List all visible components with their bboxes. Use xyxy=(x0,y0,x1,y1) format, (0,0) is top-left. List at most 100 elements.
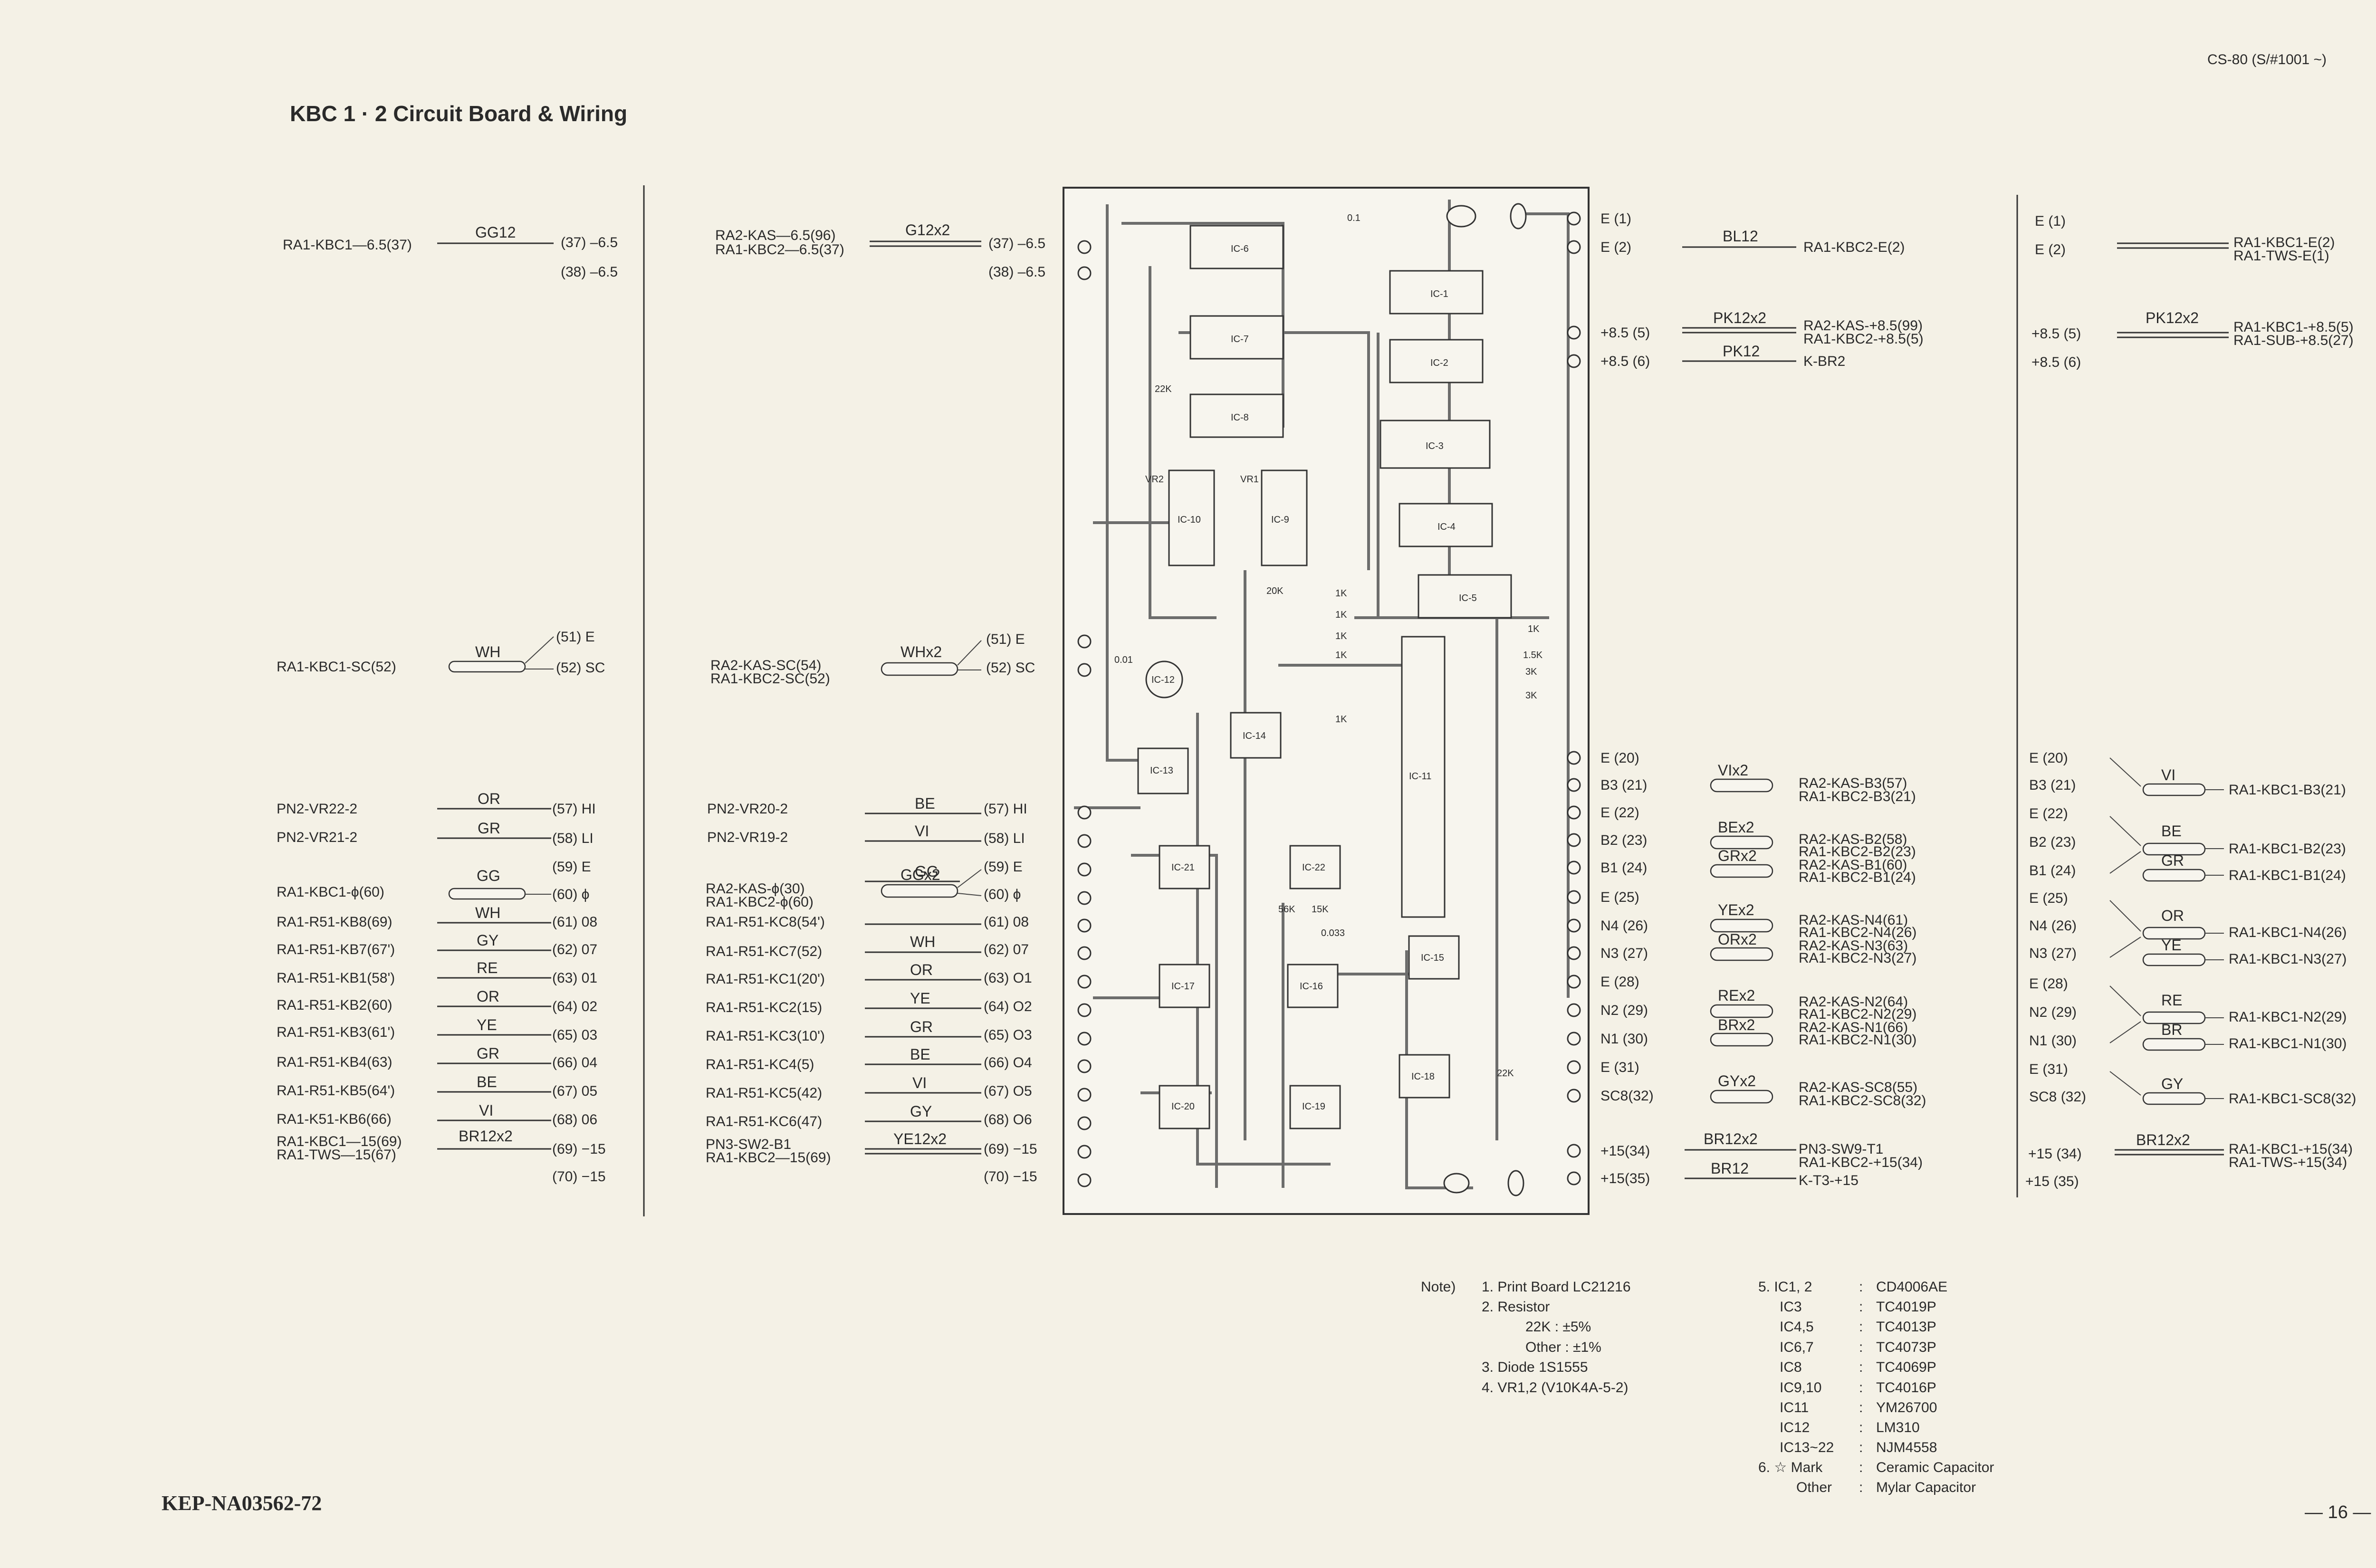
b4-pin: +8.5 (5) xyxy=(2031,326,2081,342)
colon: : xyxy=(1859,1460,1863,1475)
edge-pad xyxy=(1567,805,1581,820)
edge-pad xyxy=(1077,1173,1092,1187)
b4-color: RE xyxy=(2161,992,2182,1009)
b3-pin: E (1) xyxy=(1600,211,1631,227)
component-value: 22K xyxy=(1155,384,1172,394)
edge-pad xyxy=(1567,240,1581,254)
b3-color: GRx2 xyxy=(1718,847,1757,864)
b2-wire xyxy=(957,893,982,896)
wiring-block-right-board: E (1) E (2) +8.5 (5) +8.5 (6) E (20) B3 … xyxy=(1600,211,1926,1188)
b1-pin: (66) 04 xyxy=(552,1055,597,1071)
note-line: 1. Print Board LC21216 xyxy=(1482,1279,1631,1295)
b3-color: PK12x2 xyxy=(1713,309,1766,326)
b3-pin: E (31) xyxy=(1600,1060,1639,1075)
b3-shield-cable xyxy=(1710,918,1773,933)
ic-label: IC-20 xyxy=(1171,1101,1195,1112)
b2-pin: (51) E xyxy=(986,631,1025,647)
b1-pin: (61) 08 xyxy=(552,914,597,930)
ic-chip xyxy=(1399,1054,1450,1099)
b2-pin: (37) –6.5 xyxy=(988,236,1045,251)
b3-shield-cable xyxy=(1710,835,1773,850)
component-value: 3K xyxy=(1525,690,1537,701)
b2-color: OR xyxy=(910,961,933,978)
colon: : xyxy=(1859,1440,1863,1455)
b2-pin: (52) SC xyxy=(986,660,1035,676)
component-value: VR1 xyxy=(1240,474,1259,485)
b2-source: RA2-KAS-ϕ(30) xyxy=(706,881,805,897)
b3-pin: E (28) xyxy=(1600,974,1639,990)
b1-pin: (57) HI xyxy=(552,801,596,817)
ic-list-key: IC4,5 xyxy=(1780,1319,1814,1335)
b2-source: RA1-KBC2—6.5(37) xyxy=(715,242,844,258)
b3-shield-cable xyxy=(1710,1090,1773,1104)
b1-wire xyxy=(525,636,554,664)
edge-pad xyxy=(1077,891,1092,905)
b3-color: BR12 xyxy=(1711,1160,1749,1177)
b1-source: RA1-TWS—15(67) xyxy=(277,1147,396,1163)
edge-pad xyxy=(1567,1144,1581,1158)
edge-pad xyxy=(1077,862,1092,877)
b3-dest: RA1-KBC2-E(2) xyxy=(1803,239,1905,255)
b2-pin: (68) O6 xyxy=(984,1112,1032,1128)
b1-source: RA1-R51-KB1(58') xyxy=(277,970,395,986)
ic-chip xyxy=(1287,964,1339,1008)
b4-dest: RA1-TWS-E(1) xyxy=(2233,248,2329,264)
ic-label: IC-6 xyxy=(1231,244,1249,254)
b1-source: PN2-VR22-2 xyxy=(277,801,357,817)
b1-color: GG xyxy=(477,867,500,884)
b3-dest: K-T3-+15 xyxy=(1799,1173,1859,1188)
b3-shield-cable xyxy=(1710,1004,1773,1018)
ic-label: IC-19 xyxy=(1302,1101,1325,1112)
b4-wire xyxy=(2109,1021,2141,1043)
b2-pin: (66) O4 xyxy=(984,1055,1032,1071)
b3-dest: RA2-KAS-SC8(55) xyxy=(1799,1080,1917,1095)
component-value: 0.01 xyxy=(1114,655,1133,665)
edge-pad xyxy=(1567,860,1581,875)
b1-color: VI xyxy=(479,1102,493,1119)
b1-pin: (59) E xyxy=(552,859,591,875)
ic-chip xyxy=(1408,935,1460,980)
edge-pad xyxy=(1077,1059,1092,1073)
b1-source: RA1-R51-KB2(60) xyxy=(277,997,392,1013)
edge-pad xyxy=(1077,634,1092,649)
b3-pin: N4 (26) xyxy=(1600,918,1648,934)
b2-color: YE12x2 xyxy=(893,1130,947,1147)
ic-label: IC-11 xyxy=(1409,771,1431,782)
b2-color: GY xyxy=(910,1103,932,1120)
edge-pad xyxy=(1567,1171,1581,1186)
b3-shield-cable xyxy=(1710,778,1773,793)
b4-pin: +8.5 (6) xyxy=(2031,354,2081,370)
b4-pin: E (2) xyxy=(2035,242,2066,258)
b3-pin: N2 (29) xyxy=(1600,1003,1648,1018)
b1-pin: (37) –6.5 xyxy=(561,235,618,250)
b3-shield-cable xyxy=(1710,947,1773,961)
edge-pad xyxy=(1077,805,1092,820)
b4-shield-cable xyxy=(2142,1038,2206,1051)
b4-dest: RA1-KBC1-N1(30) xyxy=(2229,1036,2347,1052)
b1-source: RA1-R51-KB4(63) xyxy=(277,1054,392,1070)
ic-list-value: CD4006AE xyxy=(1876,1279,1947,1295)
b2-source: RA1-KBC2—15(69) xyxy=(706,1150,831,1166)
b2-color: BE xyxy=(910,1046,930,1063)
b4-pin: N3 (27) xyxy=(2029,946,2077,961)
wiring-block-kbc2: (37) –6.5 (38) –6.5 (51) E (52) SC (57) … xyxy=(706,221,1045,1185)
b1-color: GG12 xyxy=(475,224,516,241)
b4-dest: RA1-KBC1-N4(26) xyxy=(2229,925,2347,940)
colon: : xyxy=(1859,1339,1863,1355)
component-value: 15K xyxy=(1312,904,1329,915)
b3-color: BR12x2 xyxy=(1704,1130,1758,1147)
ic-label: IC-4 xyxy=(1437,522,1456,532)
ic-label: IC-17 xyxy=(1171,981,1195,992)
b2-color: WHx2 xyxy=(901,643,942,660)
b1-pin: (65) 03 xyxy=(552,1027,597,1043)
b3-dest: RA2-KAS-+8.5(99) xyxy=(1803,318,1923,334)
b2-pin: (64) O2 xyxy=(984,999,1032,1014)
b2-pin: (60) ϕ xyxy=(984,887,1021,902)
b4-pin: N2 (29) xyxy=(2029,1004,2077,1020)
b2-source: RA1-KBC2-ϕ(60) xyxy=(706,894,814,910)
edge-pad xyxy=(1567,778,1581,792)
b2-source: PN2-VR19-2 xyxy=(707,830,788,845)
component-value: VR2 xyxy=(1145,474,1164,485)
edge-pad xyxy=(1567,325,1581,340)
component-value: 1K xyxy=(1528,624,1540,634)
